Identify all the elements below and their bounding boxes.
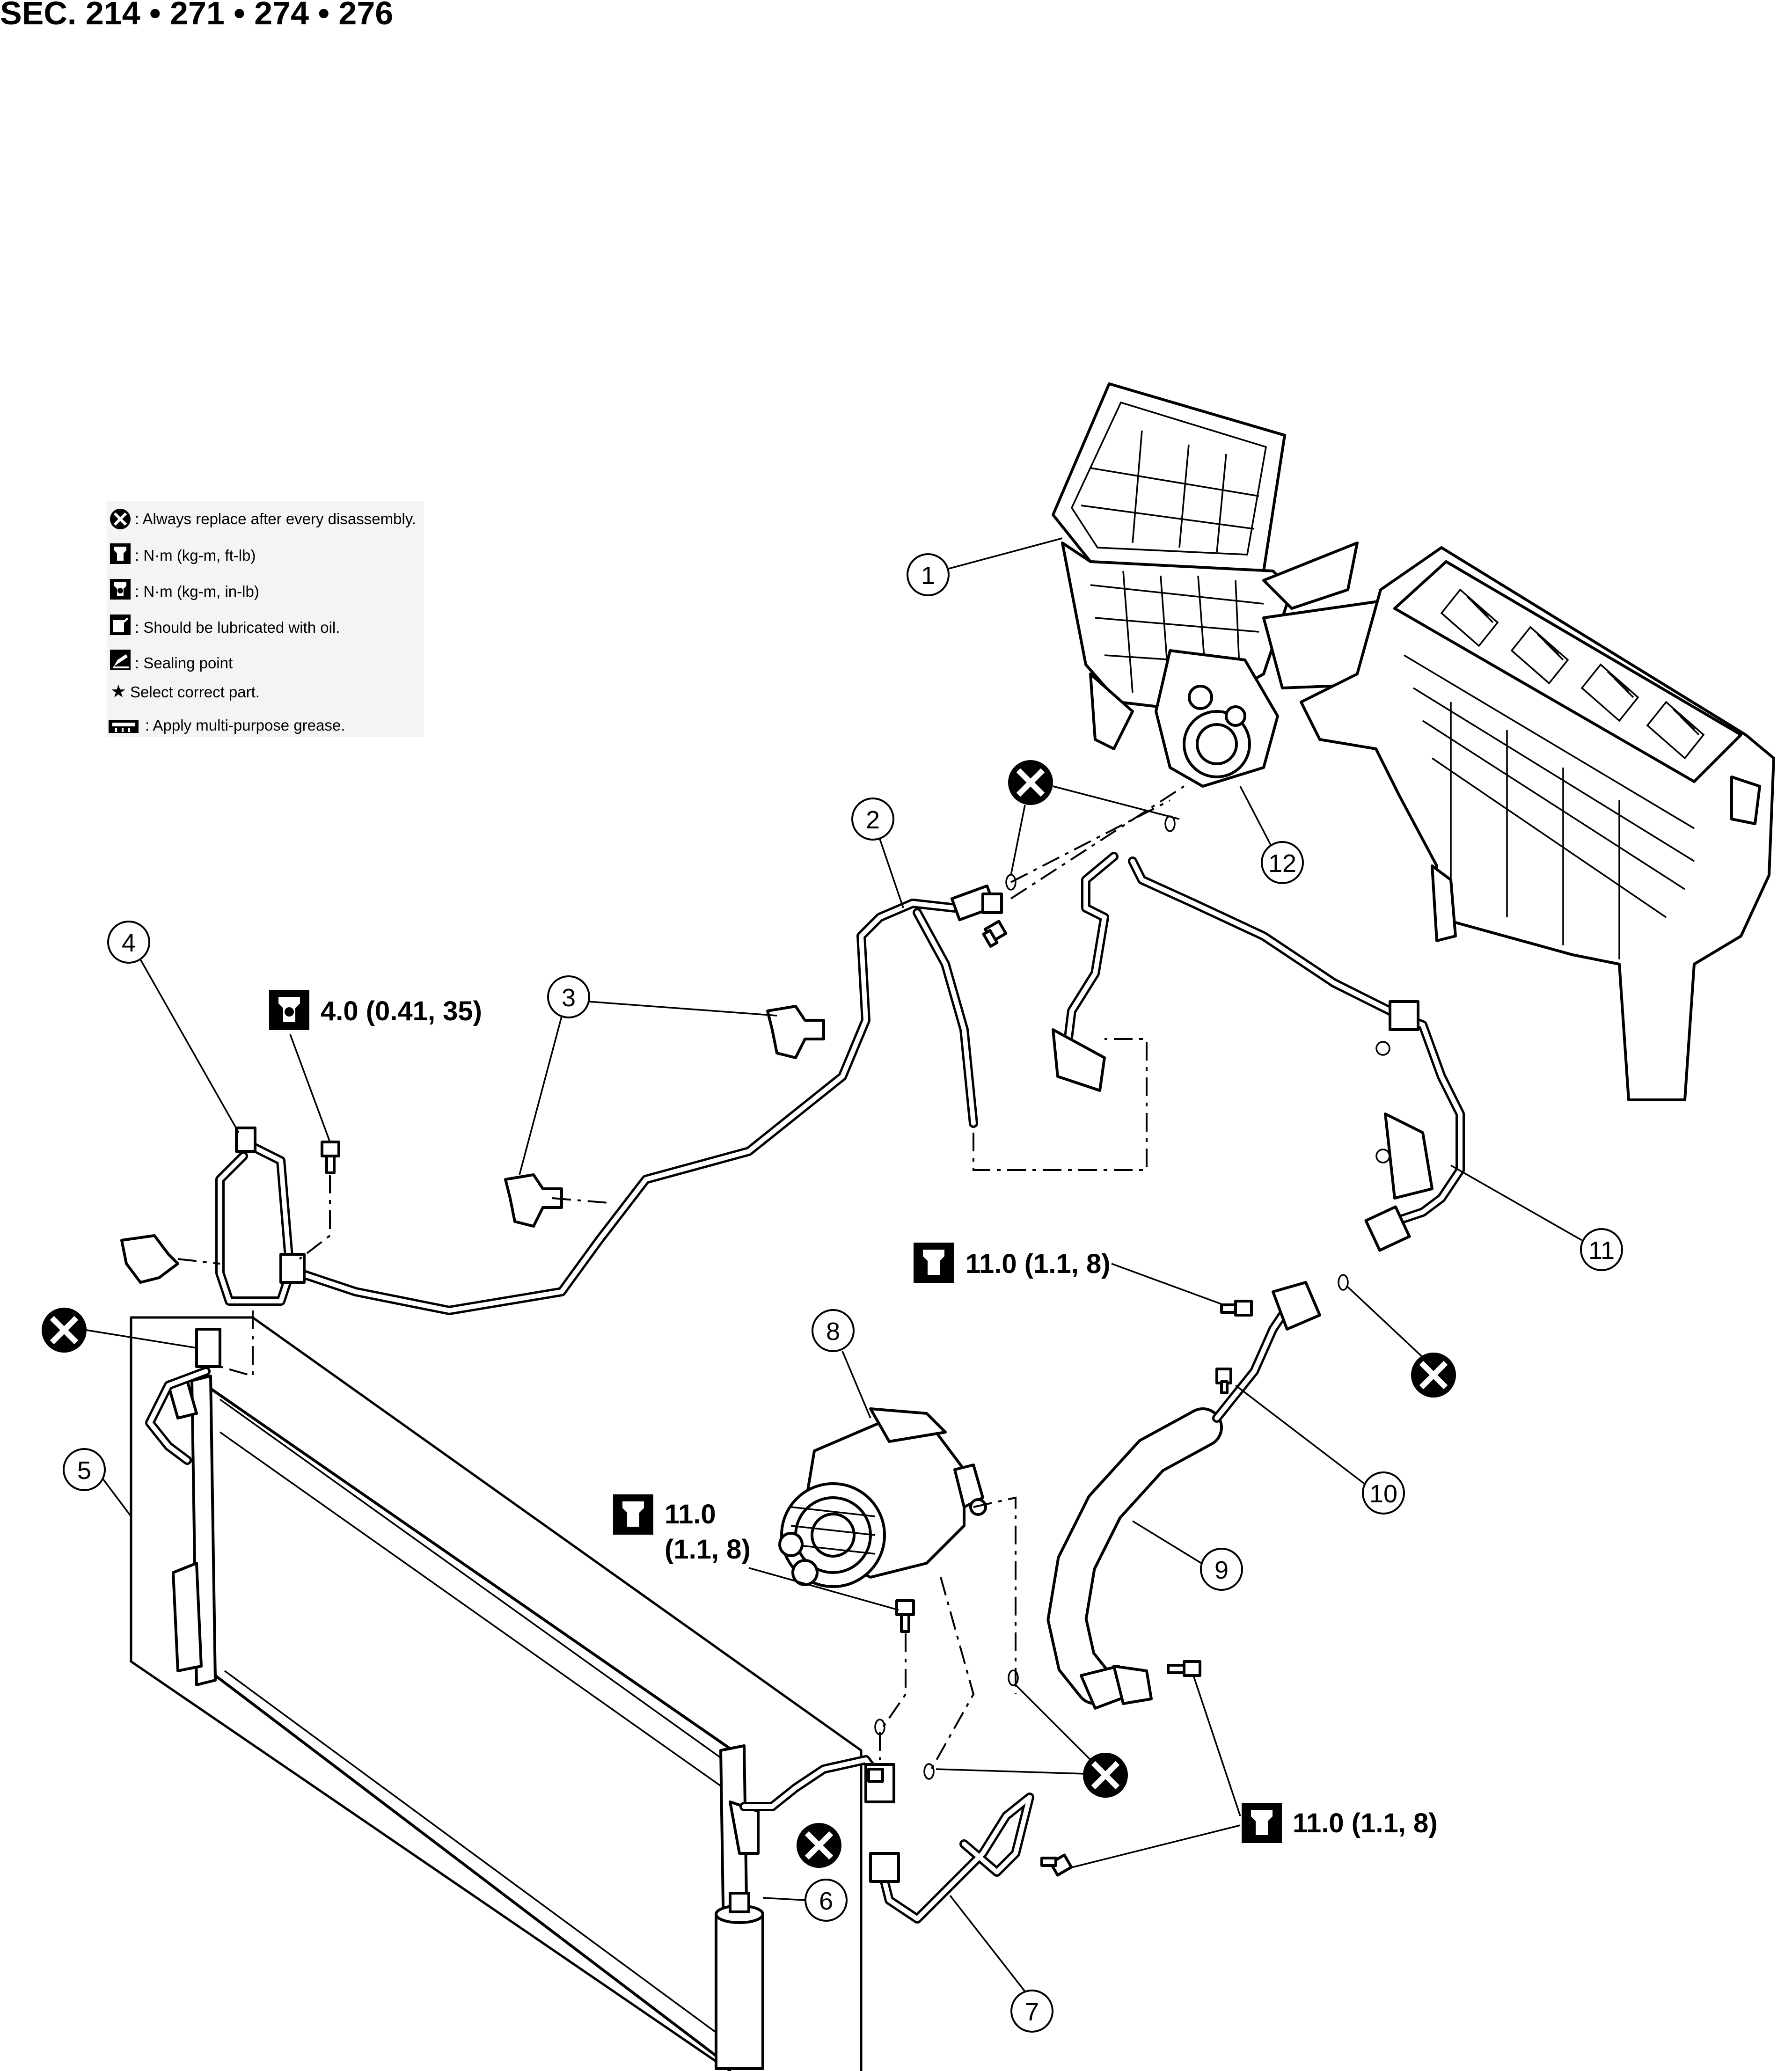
o-ring-icon bbox=[1375, 1041, 1390, 1056]
bolt-icon bbox=[1040, 1853, 1073, 1877]
liquid-tank bbox=[715, 1892, 764, 2070]
callout-7: 7 bbox=[949, 1895, 1053, 2033]
torque-spec-lower-bolts: 11.0 (1.1, 8) bbox=[1293, 1808, 1438, 1838]
svg-text:11: 11 bbox=[1588, 1237, 1615, 1265]
replace-x-icon bbox=[110, 509, 131, 529]
torque-spec-compressor-line1: 11.0 bbox=[665, 1499, 716, 1529]
bolt-icon bbox=[1220, 1300, 1253, 1317]
torque-wrench-icon bbox=[110, 543, 131, 564]
replace-x-icon bbox=[1411, 1353, 1456, 1398]
compressor bbox=[778, 1407, 987, 1588]
legend-item-replace: : Always replace after every disassembly… bbox=[135, 510, 416, 527]
heater-cooling-unit bbox=[1052, 382, 1775, 1101]
section-title: SEC. 214 • 271 • 274 • 276 bbox=[0, 0, 393, 31]
replace-x-icon bbox=[797, 1823, 841, 1868]
condenser-outline bbox=[130, 1316, 863, 2071]
o-ring-icon bbox=[1338, 1274, 1349, 1291]
replace-x-icon bbox=[1083, 1753, 1128, 1798]
condenser bbox=[167, 1375, 760, 2061]
bolt-icon bbox=[895, 1599, 915, 1633]
replace-x-icon bbox=[1008, 760, 1053, 805]
legend-item-select-part: Select correct part. bbox=[130, 683, 260, 701]
torque-spec-clip-bolt: 4.0 (0.41, 35) bbox=[321, 996, 482, 1026]
torque-labels: 4.0 (0.41, 35) 11.0 (1.1, 8) 11.0 (1.1, … bbox=[269, 990, 1438, 1868]
bolt-icon bbox=[321, 1141, 340, 1174]
torque-spec-upper-bolt: 11.0 (1.1, 8) bbox=[965, 1249, 1111, 1279]
svg-text:4: 4 bbox=[122, 929, 136, 957]
svg-text:5: 5 bbox=[77, 1456, 91, 1485]
replace-x-icon bbox=[42, 1308, 87, 1353]
svg-text:3: 3 bbox=[562, 984, 576, 1012]
svg-text:1: 1 bbox=[921, 562, 935, 590]
pipes bbox=[145, 852, 1465, 1924]
bolt-icon bbox=[982, 920, 1008, 948]
callout-6: 6 bbox=[762, 1879, 848, 1922]
guide-lines bbox=[177, 785, 1185, 1770]
legend-item-lubricate: : Should be lubricated with oil. bbox=[135, 619, 340, 636]
o-ring-icon bbox=[1008, 1669, 1019, 1686]
torque-wrench-filled-icon bbox=[110, 579, 131, 600]
legend: : Always replace after every disassembly… bbox=[107, 501, 424, 737]
replace-marks bbox=[42, 760, 1456, 1868]
torque-wrench-icon bbox=[1242, 1803, 1282, 1843]
callout-9: 9 bbox=[1132, 1520, 1243, 1591]
legend-item-torque-ft-lb: : N·m (kg-m, ft-lb) bbox=[135, 547, 256, 564]
svg-text:2: 2 bbox=[866, 806, 880, 834]
svg-text:7: 7 bbox=[1025, 1998, 1039, 2026]
svg-text:9: 9 bbox=[1214, 1556, 1229, 1584]
clips bbox=[120, 1005, 825, 1284]
svg-text:10: 10 bbox=[1369, 1480, 1397, 1508]
callout-4: 4 bbox=[107, 921, 240, 1133]
callout-5: 5 bbox=[63, 1448, 132, 1517]
grease-icon bbox=[109, 720, 139, 733]
sealing-point-icon bbox=[110, 650, 131, 670]
star-icon: ★ bbox=[110, 681, 126, 702]
torque-wrench-icon bbox=[613, 1494, 653, 1535]
bolt-icon bbox=[1167, 1660, 1201, 1677]
legend-item-grease: : Apply multi-purpose grease. bbox=[145, 717, 345, 734]
callouts: 1 2 3 4 5 6 7 8 9 10 11 12 bbox=[63, 537, 1623, 2033]
torque-wrench-icon bbox=[914, 1243, 954, 1283]
o-ring-icon bbox=[923, 1763, 935, 1780]
svg-text:6: 6 bbox=[819, 1887, 833, 1915]
o-ring-icon bbox=[1164, 815, 1176, 832]
o-ring-icon bbox=[1375, 1149, 1390, 1164]
callout-8: 8 bbox=[812, 1309, 871, 1419]
callout-12: 12 bbox=[1239, 786, 1304, 884]
flexible-hose bbox=[1046, 1281, 1321, 1710]
bolt-icon bbox=[1215, 1368, 1232, 1394]
callout-3: 3 bbox=[519, 975, 777, 1175]
bolt-icon bbox=[867, 1768, 884, 1783]
oil-can-icon bbox=[110, 615, 131, 635]
svg-text:12: 12 bbox=[1268, 849, 1296, 878]
legend-item-torque-in-lb: : N·m (kg-m, in-lb) bbox=[135, 583, 259, 600]
legend-item-sealing: : Sealing point bbox=[135, 654, 233, 672]
callout-11: 11 bbox=[1450, 1164, 1623, 1271]
svg-text:8: 8 bbox=[826, 1317, 840, 1346]
callout-10: 10 bbox=[1235, 1384, 1405, 1515]
bolts bbox=[321, 920, 1253, 1877]
torque-spec-compressor-line2: (1.1, 8) bbox=[665, 1534, 751, 1565]
callout-2: 2 bbox=[851, 798, 904, 908]
torque-wrench-filled-icon bbox=[269, 990, 309, 1030]
callout-1: 1 bbox=[907, 537, 1063, 596]
